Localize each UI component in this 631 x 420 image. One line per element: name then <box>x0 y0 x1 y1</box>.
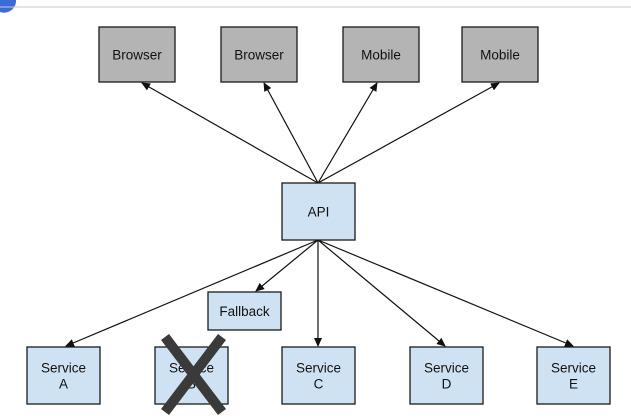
partial-logo-icon <box>0 0 17 13</box>
api-label: API <box>308 205 330 220</box>
service-c-box <box>281 346 356 405</box>
arrow-browser-1 <box>141 82 319 184</box>
browser-1-label: Browser <box>112 48 162 63</box>
mobile-2-box <box>461 26 539 83</box>
mobile-1-box <box>342 26 420 83</box>
overlay-layer <box>161 333 226 416</box>
service-e-label-2: E <box>569 377 578 392</box>
service-e-label-1: Service <box>551 361 596 376</box>
api-box <box>281 182 356 241</box>
browser-2-node: Browser <box>220 26 298 83</box>
service-d-label-2: D <box>442 377 452 392</box>
browser-1-node: Browser <box>98 26 176 83</box>
fallback-label: Fallback <box>219 304 270 319</box>
service-a-label-2: A <box>59 377 68 392</box>
arrow-service-a <box>65 239 319 347</box>
browser-1-box <box>98 26 176 83</box>
service-d-box <box>409 346 484 405</box>
arrow-mobile-1 <box>317 82 378 184</box>
arrow-fallback <box>255 239 319 292</box>
service-c-label-1: Service <box>296 361 341 376</box>
service-d-label-1: Service <box>424 361 469 376</box>
mobile-2-label: Mobile <box>480 48 520 63</box>
edges-layer <box>65 82 574 347</box>
fallback-box <box>207 291 282 331</box>
x-mark-icon <box>161 333 226 416</box>
arrow-browser-2 <box>263 82 319 184</box>
mobile-2-node: Mobile <box>461 26 539 83</box>
api-node: API <box>281 182 356 241</box>
arrow-service-d <box>317 239 446 347</box>
fallback-node: Fallback <box>207 291 282 331</box>
browser-2-box <box>220 26 298 83</box>
service-a-box <box>26 346 101 405</box>
service-e-box <box>536 346 611 405</box>
service-c-label-2: C <box>314 377 324 392</box>
arrow-mobile-2 <box>317 82 500 184</box>
mobile-1-node: Mobile <box>342 26 420 83</box>
mobile-1-label: Mobile <box>361 48 401 63</box>
header-strip <box>0 0 631 13</box>
arrow-service-e <box>317 239 574 347</box>
service-a-label-1: Service <box>41 361 86 376</box>
browser-2-label: Browser <box>234 48 284 63</box>
